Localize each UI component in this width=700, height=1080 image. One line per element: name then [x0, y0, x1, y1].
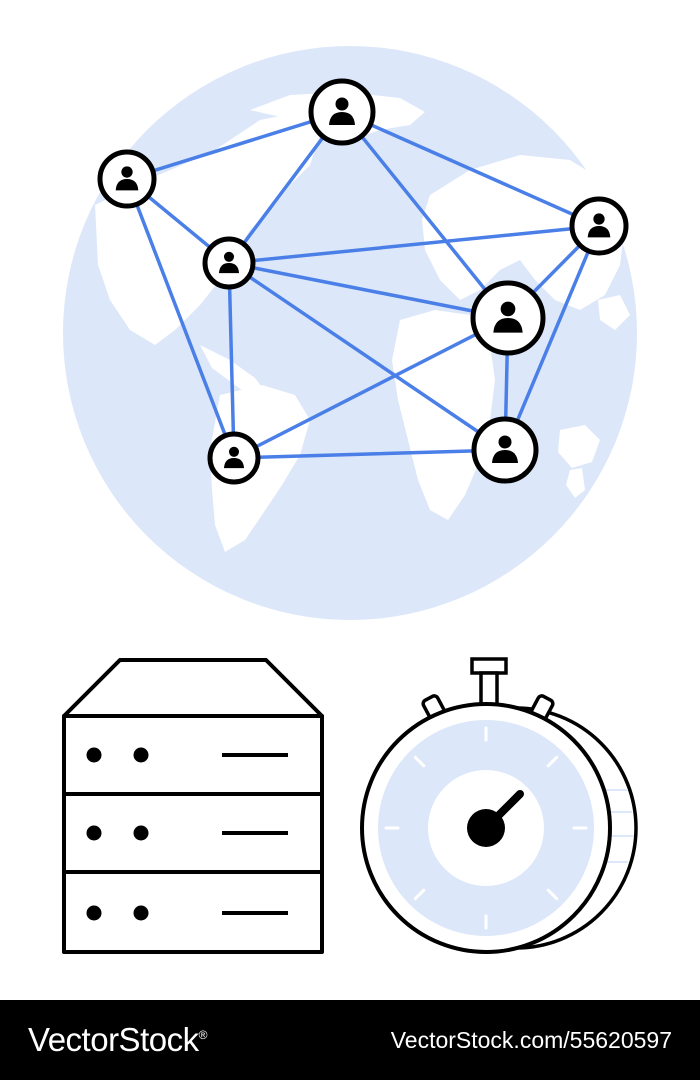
brand-registered-mark: ®: [198, 1028, 208, 1042]
connection-line: [125, 110, 344, 181]
user-icon: [470, 280, 546, 356]
user-icon: [471, 416, 539, 484]
illustration: [62, 46, 638, 954]
server-unit: [86, 825, 288, 841]
connection-line: [232, 316, 510, 460]
connection-line: [227, 261, 507, 452]
brand-name: VectorStock: [28, 1021, 199, 1058]
user-icon: [202, 236, 256, 290]
user-icon: [97, 149, 157, 209]
connection-line: [227, 261, 510, 320]
connection-line: [227, 261, 236, 460]
connection-line: [232, 448, 507, 460]
server-unit: [86, 747, 288, 763]
user-icon: [308, 78, 376, 146]
connection-line: [503, 224, 601, 452]
server-unit: [86, 905, 288, 921]
connection-lines: [125, 110, 601, 460]
user-icon: [569, 196, 629, 256]
user-nodes: [97, 78, 629, 485]
brand-logo[interactable]: VectorStock®: [28, 1021, 207, 1059]
stopwatch-icon: [360, 657, 638, 954]
connection-line: [125, 177, 236, 460]
footer-bar: VectorStock® VectorStock.com/55620597: [0, 1000, 700, 1080]
connection-line: [340, 110, 601, 228]
user-icon: [207, 431, 261, 485]
connection-line: [340, 110, 510, 320]
server-rack-icon: [62, 658, 324, 954]
connection-line: [227, 224, 601, 265]
stock-id: VectorStock.com/55620597: [390, 1026, 672, 1053]
